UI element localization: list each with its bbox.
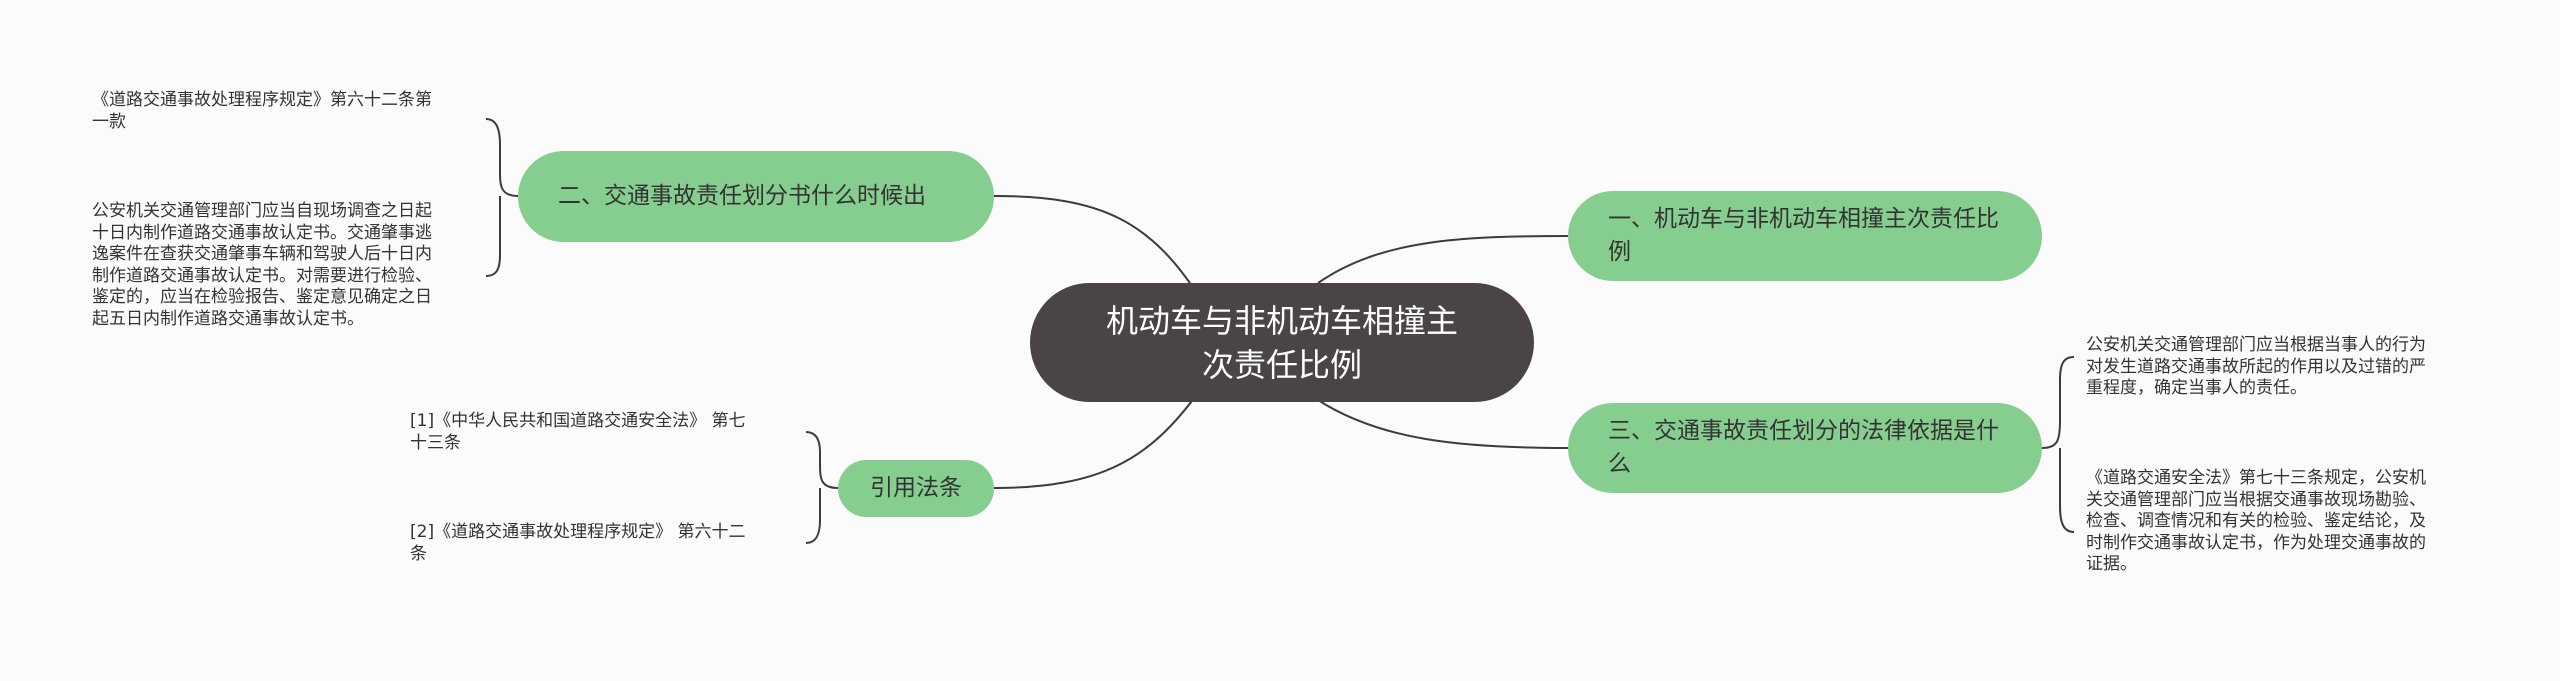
brace-b4 [805, 431, 839, 544]
brace-b3 [2041, 356, 2075, 533]
root-label: 机动车与非机动车相撞主次责任比例 [1105, 301, 1458, 384]
leaf-text: 公安机关交通管理部门应当自现场调查之日起 十日内制作道路交通事故认定书。交通肇事… [92, 201, 432, 329]
branch-label: 引用法条 [870, 475, 962, 501]
branch-node-3[interactable]: 三、交通事故责任划分的法律依据是什么 [1568, 403, 2042, 493]
leaf-text: 《道路交通安全法》第七十三条规定，公安机 关交通管理部门应当根据交通事故现场勘验… [2086, 468, 2426, 574]
leaf-text: [2]《道路交通事故处理程序规定》 第六十二 条 [410, 522, 746, 564]
leaf-text: 公安机关交通管理部门应当根据当事人的行为 对发生道路交通事故所起的作用以及过错的… [2086, 335, 2426, 398]
connector-root-b3 [1317, 399, 1569, 449]
connector-root-b4 [993, 389, 1201, 489]
branch-node-4[interactable]: 引用法条 [838, 460, 994, 517]
root-node[interactable]: 机动车与非机动车相撞主次责任比例 [1030, 283, 1534, 402]
connector-root-b2 [993, 195, 1201, 299]
branch-label: 三、交通事故责任划分的法律依据是什么 [1608, 418, 1999, 477]
brace-b2 [485, 118, 519, 277]
leaf-text: [1]《中华人民共和国道路交通安全法》 第七 十三条 [410, 411, 746, 453]
branch-label: 一、机动车与非机动车相撞主次责任比例 [1608, 206, 1999, 265]
leaf-text: 《道路交通事故处理程序规定》第六十二条第 一款 [92, 90, 432, 132]
branch-node-2[interactable]: 二、交通事故责任划分书什么时候出 [518, 151, 994, 242]
branch-node-1[interactable]: 一、机动车与非机动车相撞主次责任比例 [1568, 191, 2042, 281]
connector-root-b1 [1317, 235, 1569, 284]
branch-label: 二、交通事故责任划分书什么时候出 [558, 183, 926, 209]
